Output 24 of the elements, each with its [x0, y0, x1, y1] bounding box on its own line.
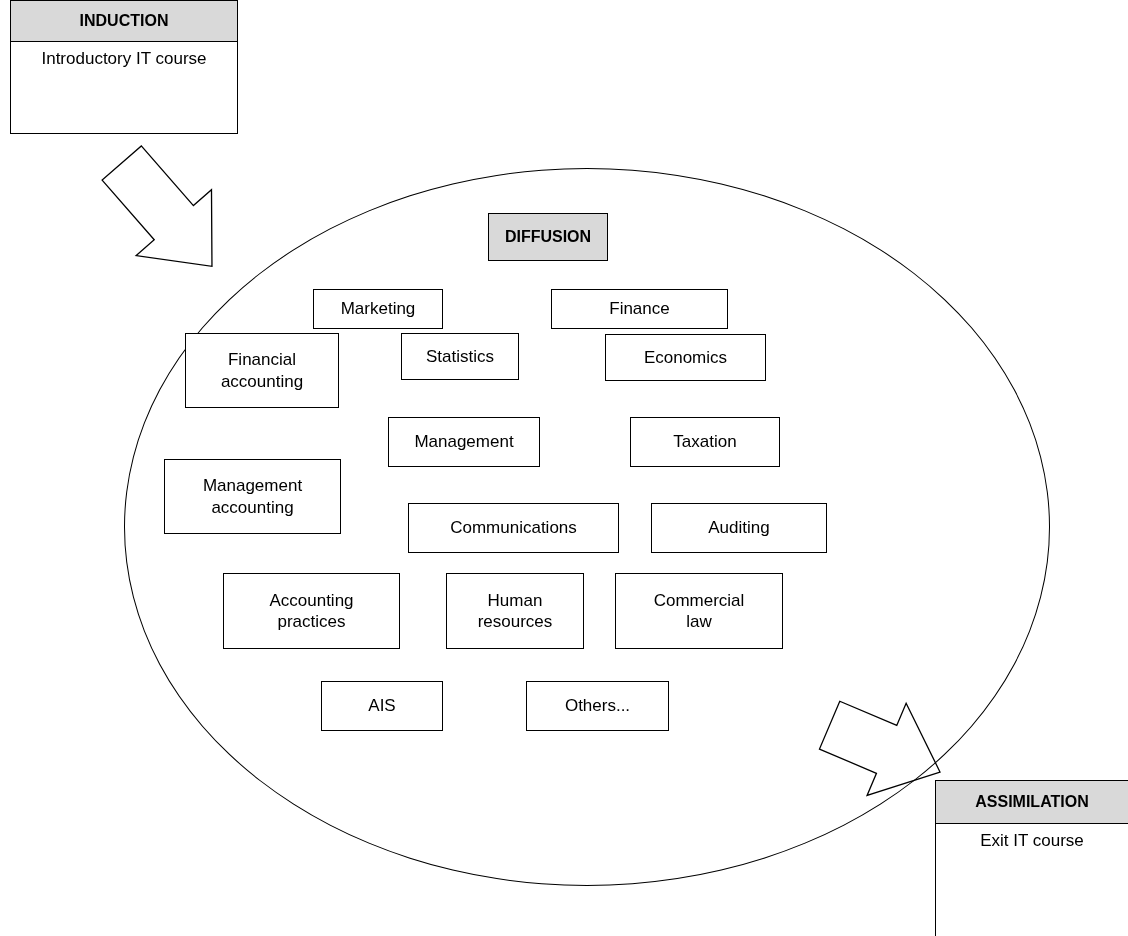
subject-box: Auditing	[651, 503, 827, 553]
subject-box: Marketing	[313, 289, 443, 329]
subject-box: Finance	[551, 289, 728, 329]
subject-box: Commercial law	[615, 573, 783, 649]
subject-box: Management	[388, 417, 540, 467]
subject-box: Statistics	[401, 333, 519, 380]
block-arrow	[101, 145, 213, 268]
subject-box: AIS	[321, 681, 443, 731]
block-arrow	[818, 700, 941, 797]
subject-box: Taxation	[630, 417, 780, 467]
subject-box: Human resources	[446, 573, 584, 649]
subject-box: Communications	[408, 503, 619, 553]
subject-box: Accounting practices	[223, 573, 400, 649]
subject-box: Financial accounting	[185, 333, 339, 408]
stage-heading: INDUCTION	[11, 1, 237, 42]
stage-description: Exit IT course	[979, 830, 1085, 852]
stage-box	[935, 780, 1128, 936]
subject-box: Others...	[526, 681, 669, 731]
stage-description: Introductory IT course	[40, 48, 208, 70]
stage-heading: ASSIMILATION	[936, 781, 1128, 824]
heading-box: DIFFUSION	[488, 213, 608, 261]
subject-box: Economics	[605, 334, 766, 381]
stage-box	[10, 0, 238, 134]
subject-box: Management accounting	[164, 459, 341, 534]
